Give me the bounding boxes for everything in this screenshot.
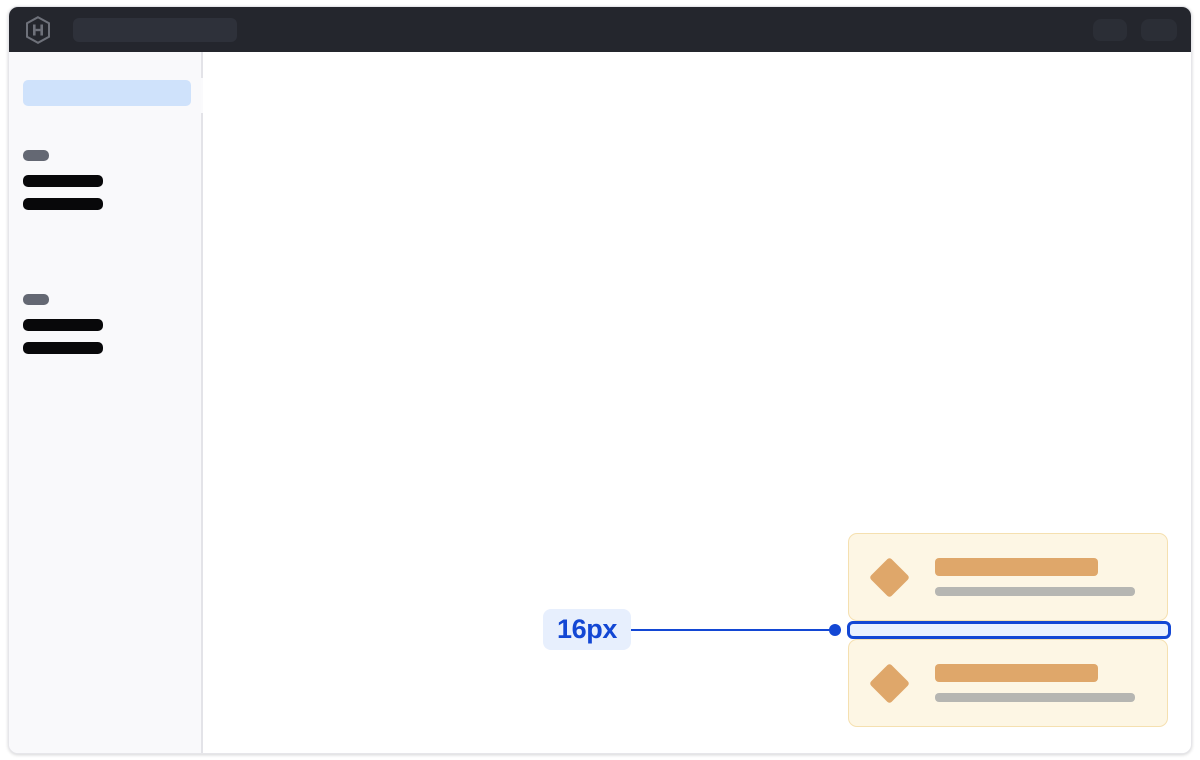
sidebar-item-4[interactable] [23,342,103,354]
sidebar-item-1[interactable] [23,175,103,187]
hashicorp-hexagon-logo-icon[interactable] [25,15,51,44]
card-text [935,558,1147,596]
list-item[interactable] [848,639,1168,727]
search-input[interactable] [73,17,237,42]
sidebar-item-3[interactable] [23,319,103,331]
account-menu-button[interactable] [1141,18,1177,41]
sidebar-group-label [23,150,49,161]
diamond-icon [868,556,911,598]
list-item[interactable] [848,533,1168,621]
card-subtitle [935,693,1135,702]
notifications-button[interactable] [1093,18,1127,41]
measurement-anchor-dot [829,624,841,636]
sidebar [9,52,214,753]
app-window: 16px [8,6,1192,754]
gap-measurement-highlight [847,621,1171,639]
card-text [935,664,1147,702]
top-bar [9,7,1191,52]
body-split: 16px [9,52,1191,753]
sidebar-group-label [23,294,49,305]
sidebar-item-2[interactable] [23,198,103,210]
card-subtitle [935,587,1135,596]
sidebar-group-1 [23,150,103,210]
measurement-value-badge: 16px [543,609,631,650]
card-title [935,664,1098,682]
measurement-leader-line [628,629,835,631]
sidebar-group-2 [23,294,103,354]
main-canvas: 16px [203,52,1191,753]
card-stack [848,533,1168,727]
diamond-icon [868,662,911,704]
card-title [935,558,1098,576]
sidebar-item-active[interactable] [23,80,191,106]
